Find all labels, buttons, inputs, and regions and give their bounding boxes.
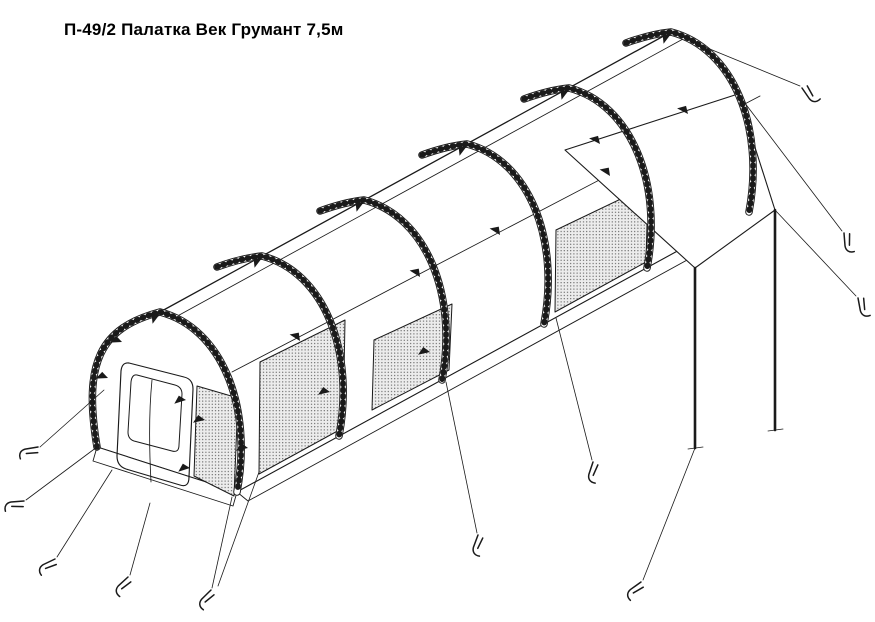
front-skirt xyxy=(92,446,238,507)
guy-line xyxy=(445,381,478,534)
arch-hoop-5 xyxy=(520,84,655,272)
guy-line xyxy=(699,44,801,87)
arch-hoop-rungs xyxy=(521,85,654,271)
guy-line xyxy=(217,471,260,587)
tent-peg-icon xyxy=(114,574,133,600)
tent-peg-icon xyxy=(16,440,42,465)
arch-hoop-rungs xyxy=(214,253,346,439)
guy-line xyxy=(25,446,98,501)
guy-line xyxy=(642,447,696,581)
front-mesh-panel xyxy=(193,385,239,497)
guy-line xyxy=(56,469,113,558)
tent-peg-icon xyxy=(836,229,861,256)
side-mesh-window-2 xyxy=(371,303,453,411)
guy-line xyxy=(129,502,151,576)
tent-peg-icon xyxy=(469,533,488,558)
tent-peg-icon xyxy=(851,294,875,320)
door-zip-line xyxy=(149,379,153,483)
arch-hoop-3 xyxy=(316,196,450,384)
arch-hoop-rungs xyxy=(623,29,756,215)
arch-hoop-rungs xyxy=(89,309,244,495)
tent-peg-icon xyxy=(197,587,216,613)
tent-artwork xyxy=(1,28,875,613)
tent-peg-icon xyxy=(798,83,824,105)
tent-peg-icon xyxy=(624,578,646,604)
guy-line xyxy=(555,317,593,461)
tent-peg-icon xyxy=(1,493,28,518)
door-window xyxy=(127,374,183,452)
guy-line xyxy=(211,496,233,589)
arch-hoop-1 xyxy=(88,308,245,496)
door-frame xyxy=(116,362,194,487)
arch-hoop-rungs xyxy=(317,197,449,383)
drawing-title: П-49/2 Палатка Век Грумант 7,5м xyxy=(64,20,344,39)
arch-hoop-2 xyxy=(213,252,347,440)
guy-line xyxy=(737,93,843,232)
tent-peg-icon xyxy=(584,460,603,486)
tent-peg-icon xyxy=(36,554,60,580)
arch-hoop-rungs xyxy=(419,141,551,327)
ridge-seam-line xyxy=(171,38,684,320)
awning-pole-near-foot xyxy=(687,446,704,450)
arch-hoop-6 xyxy=(622,28,757,216)
awning-pole-far-foot xyxy=(767,428,784,432)
guy-lines xyxy=(25,44,857,589)
guy-line xyxy=(774,209,857,297)
arch-hoop-4 xyxy=(418,140,552,328)
guy-line xyxy=(39,389,105,448)
